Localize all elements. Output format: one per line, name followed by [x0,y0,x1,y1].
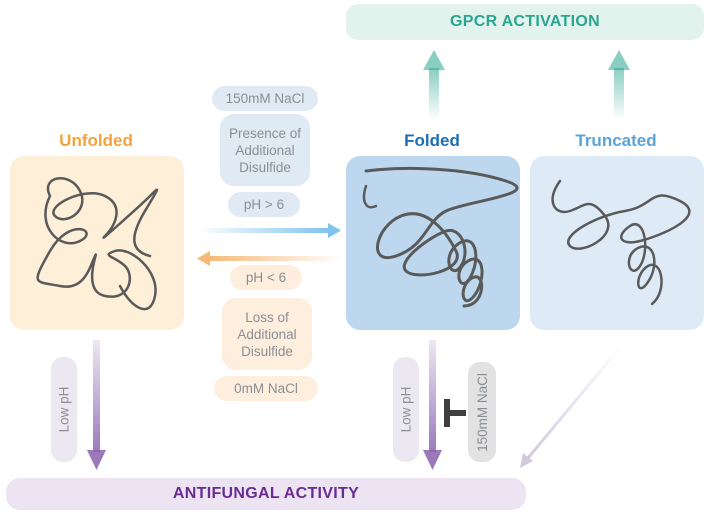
unfolded-state-box [10,156,184,330]
gpcr-activation-banner: GPCR ACTIVATION [346,4,704,40]
reverse-ph-condition: pH < 6 [230,265,302,290]
folded-title: Folded [404,131,460,150]
folded-protein-ribbon-icon [362,166,519,308]
random-coil-icon [36,177,159,311]
unfolded-to-folded-arrow [196,223,341,238]
unfolded-to-antifungal-arrow [87,340,106,470]
reverse-disulfide-condition: Loss of Additional Disulfide [222,298,312,370]
forward-ph-condition: pH > 6 [228,192,300,217]
truncated-to-antifungal-arrow [520,344,624,468]
truncated-protein-ribbon-icon [551,179,691,306]
folded-state-box [346,156,520,330]
folded-to-gpcr-arrow [423,50,445,120]
truncated-state-box [530,156,704,330]
folded-to-unfolded-arrow [197,251,342,266]
forward-disulfide-condition: Presence of Additional Disulfide [220,114,310,186]
t-bar-inhibit-icon [444,399,466,427]
truncated-to-gpcr-arrow [608,50,630,120]
unfolded-low-ph-label: Low pH [51,357,77,462]
antifungal-activity-banner: ANTIFUNGAL ACTIVITY [6,478,526,510]
folded-to-antifungal-arrow [423,340,442,470]
forward-nacl-condition: 150mM NaCl [212,86,318,111]
unfolded-title: Unfolded [59,131,133,150]
folded-inhibitor-nacl-label: 150mM NaCl [468,362,496,462]
folded-low-ph-label: Low pH [393,357,419,462]
truncated-title: Truncated [575,131,657,150]
reverse-nacl-condition: 0mM NaCl [214,376,318,401]
